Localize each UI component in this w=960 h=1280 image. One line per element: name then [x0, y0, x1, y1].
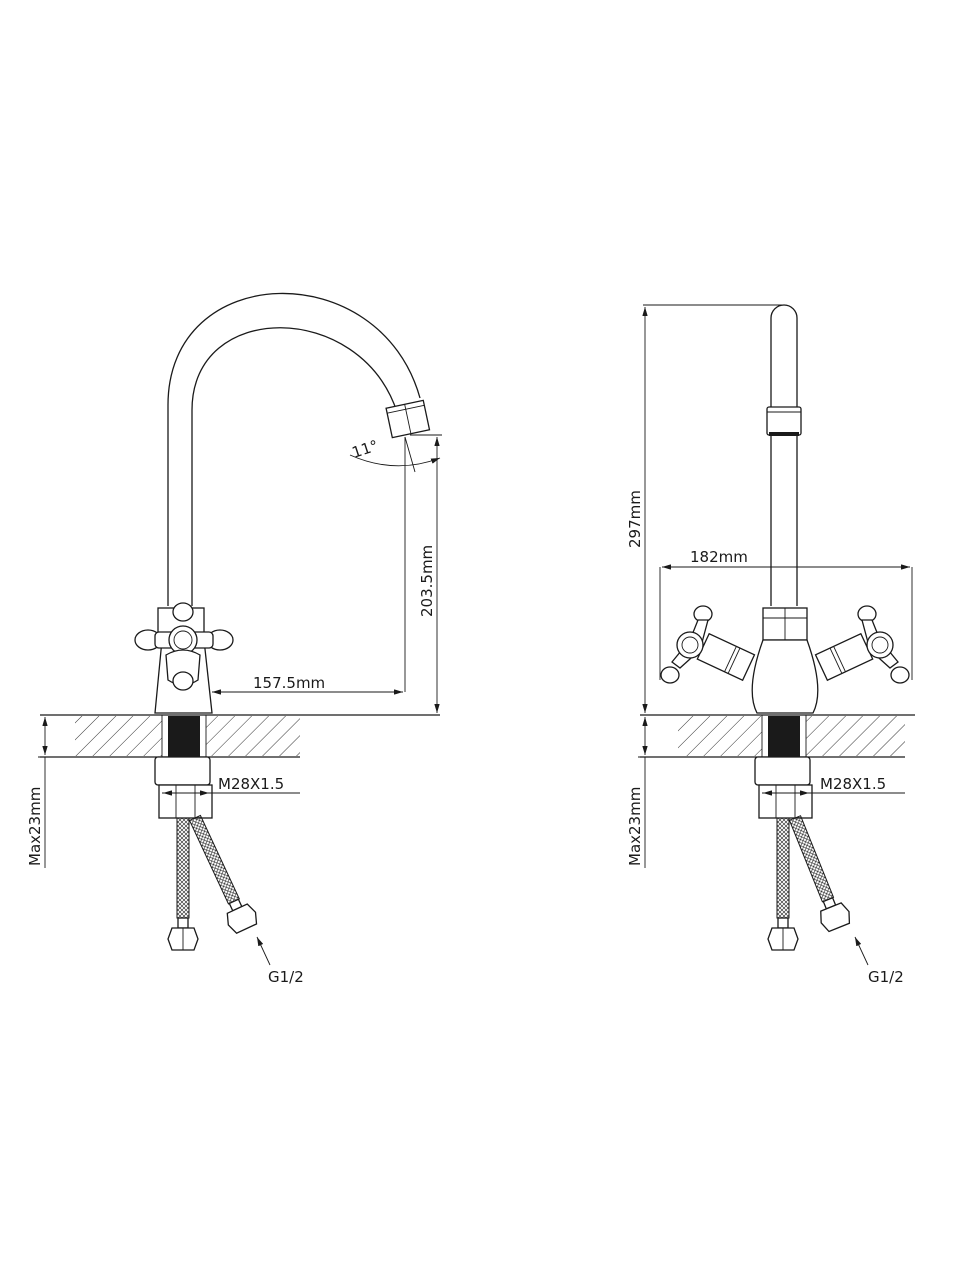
angle-label: 11°: [350, 436, 381, 461]
fixing-nut: M28X1.5: [154, 756, 300, 819]
countertop: [40, 714, 440, 758]
width-label: 182mm: [690, 548, 748, 566]
max-thickness-dimension: Max23mm: [26, 717, 75, 868]
valve-body: [660, 605, 910, 714]
height-dimension: 203.5mm: [410, 434, 442, 713]
hose-label: G1/2: [868, 968, 904, 986]
hose-label: G1/2: [268, 968, 304, 986]
hoses: G1/2: [167, 814, 304, 986]
spout: [167, 292, 431, 606]
height-label: 203.5mm: [418, 545, 436, 617]
spout: [766, 304, 802, 606]
thread-label: M28X1.5: [820, 775, 886, 793]
reach-dimension: 157.5mm: [212, 674, 403, 695]
max-thickness-label: Max23mm: [626, 787, 644, 866]
front-view: 11° 203.5mm 157.5mm: [26, 292, 442, 986]
side-view: 297mm 182mm: [626, 304, 915, 986]
max-thickness-dimension: Max23mm: [626, 717, 678, 868]
countertop: [640, 714, 915, 758]
max-thickness-label: Max23mm: [26, 787, 44, 866]
width-dimension: 182mm: [659, 548, 913, 680]
thread-label: M28X1.5: [218, 775, 284, 793]
reach-label: 157.5mm: [253, 674, 325, 692]
valve-body: [134, 602, 234, 714]
hoses: G1/2: [767, 815, 904, 986]
height-label: 297mm: [626, 490, 644, 548]
fixing-nut: M28X1.5: [754, 756, 905, 819]
height-dimension: 297mm: [626, 304, 784, 713]
